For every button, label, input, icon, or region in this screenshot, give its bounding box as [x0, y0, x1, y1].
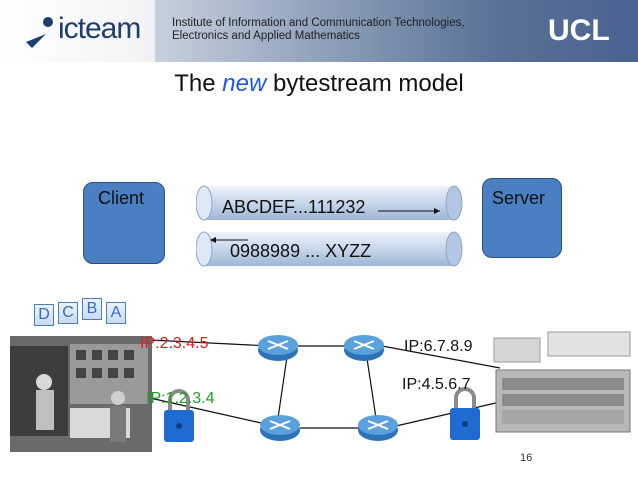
packet-chip: A: [106, 302, 126, 324]
bytestream-tubes: [196, 185, 463, 267]
server-label: Server: [492, 188, 546, 208]
title-prefix: The: [174, 70, 216, 97]
router-icon: [258, 335, 298, 361]
link-router4-server: [395, 401, 501, 427]
client-label: Client: [98, 188, 145, 208]
ucl-logo: UCL: [548, 14, 610, 47]
icteam-logo-text: icteam: [58, 12, 141, 45]
link-router2-router4: [365, 351, 377, 419]
mainframe-photo: [10, 336, 152, 452]
packet-chip: C: [58, 302, 78, 324]
client-box: [83, 182, 165, 264]
backward-stream-text: 0988989 ... XYZZ: [230, 241, 372, 261]
forward-stream-text: ABCDEF...111232: [222, 197, 366, 217]
router-icon: [344, 335, 384, 361]
title-suffix: bytestream model: [272, 70, 464, 97]
title-emphasis: new: [222, 70, 267, 97]
link-router1-router3: [277, 349, 289, 419]
router-icon: [260, 415, 300, 441]
institute-name-line1: Institute of Information and Communicati…: [172, 17, 465, 29]
ip-client-1: IP:2.3.4.5: [140, 335, 209, 352]
link-client-router1: [149, 339, 271, 347]
institute-name-line2: Electronics and Applied Mathematics: [172, 30, 360, 42]
forward-stream-tube: [196, 185, 463, 221]
router-icon: [358, 415, 398, 441]
server-box: [482, 178, 562, 258]
padlock-icon: [164, 389, 194, 442]
icteam-logo-icon: [26, 17, 53, 48]
ip-client-2: IP:1.2.3.4: [146, 390, 215, 407]
link-router2-server: [381, 345, 501, 369]
server-photo: [493, 331, 631, 433]
packet-chip: B: [82, 298, 102, 320]
ip-server-1: IP:6.7.8.9: [404, 338, 473, 355]
padlock-icon: [450, 387, 480, 440]
packet-chip: D: [34, 304, 54, 326]
slide-title: The new bytestream model: [0, 70, 638, 98]
ip-server-2: IP:4.5.6.7: [402, 376, 471, 393]
page-number: 16: [520, 452, 533, 464]
backward-stream-tube: [196, 231, 463, 267]
header-institute-bar: [155, 0, 638, 62]
